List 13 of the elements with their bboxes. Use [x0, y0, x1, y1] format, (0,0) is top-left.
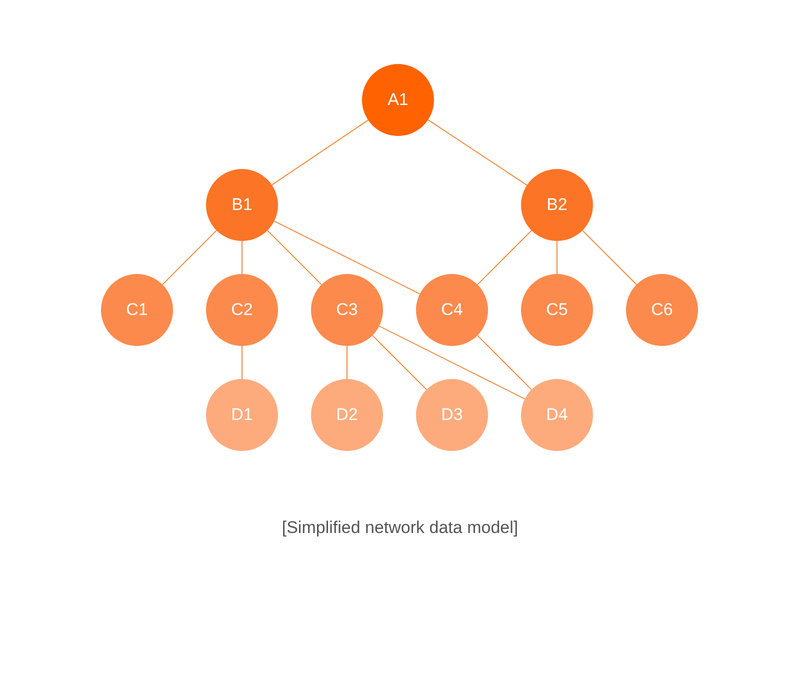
connector-line	[582, 230, 638, 286]
connector-line	[271, 120, 369, 186]
connector-line	[372, 334, 428, 390]
connector-line	[274, 220, 420, 294]
connector-line	[346, 346, 348, 380]
connector-line	[428, 119, 528, 186]
connector-line	[556, 240, 558, 274]
connector-line	[476, 334, 532, 390]
connector-line	[378, 326, 526, 400]
connector-line	[162, 230, 218, 286]
connector-line	[266, 230, 322, 286]
connector-line	[476, 230, 532, 286]
caption: [Simplified network data model]	[282, 517, 518, 539]
